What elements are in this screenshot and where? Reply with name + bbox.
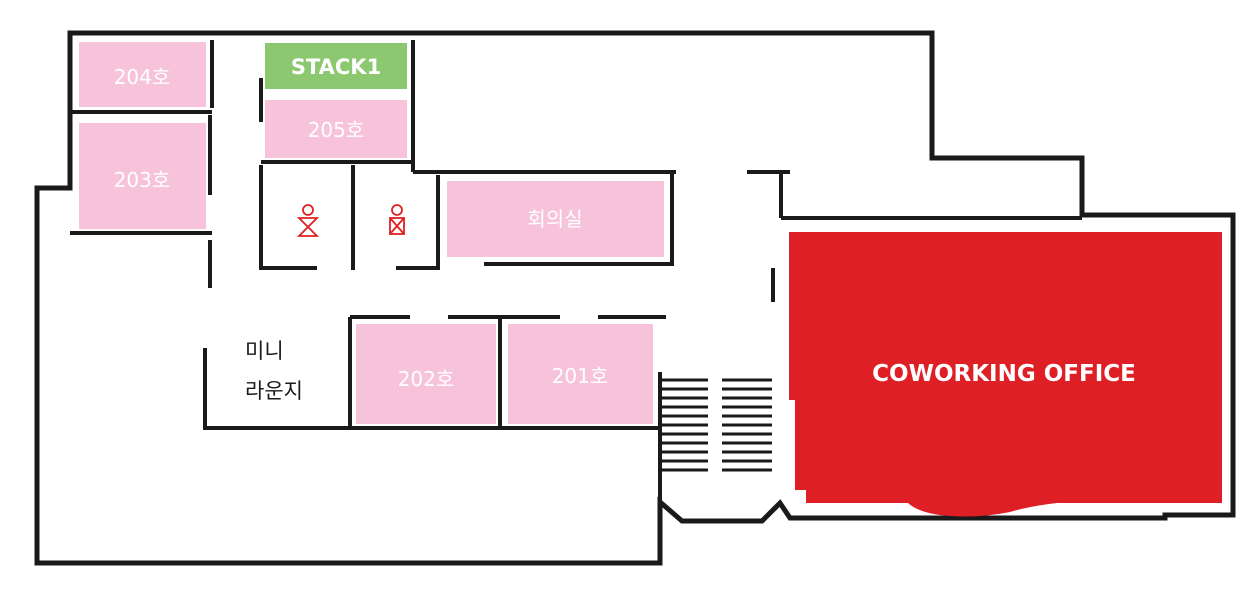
male-restroom-icon bbox=[296, 204, 320, 237]
room-204-label: 204호 bbox=[114, 65, 171, 89]
stairs-icon bbox=[662, 378, 772, 472]
room-stack1[interactable] bbox=[265, 43, 407, 89]
room-201[interactable] bbox=[508, 324, 653, 424]
room-203-label: 203호 bbox=[114, 168, 171, 192]
outer-wall bbox=[34, 30, 1236, 566]
room-202[interactable] bbox=[356, 324, 496, 424]
room-203[interactable] bbox=[79, 123, 206, 229]
meeting-room[interactable] bbox=[447, 181, 664, 257]
coworking-office[interactable] bbox=[789, 232, 1222, 517]
meeting-room-label: 회의실 bbox=[527, 207, 582, 231]
coworking-office-label: COWORKING OFFICE bbox=[872, 361, 1136, 387]
female-restroom-icon bbox=[389, 204, 405, 235]
room-201-label: 201호 bbox=[552, 364, 609, 388]
room-stack1-label: STACK1 bbox=[291, 55, 381, 79]
interior-walls bbox=[70, 40, 1082, 505]
room-205[interactable] bbox=[265, 100, 407, 158]
room-202-label: 202호 bbox=[398, 367, 455, 391]
room-204[interactable] bbox=[79, 42, 206, 107]
mini-lounge-label-line2: 라운지 bbox=[245, 379, 303, 403]
room-205-label: 205호 bbox=[308, 118, 365, 142]
mini-lounge-label-line1: 미니 bbox=[245, 339, 284, 363]
